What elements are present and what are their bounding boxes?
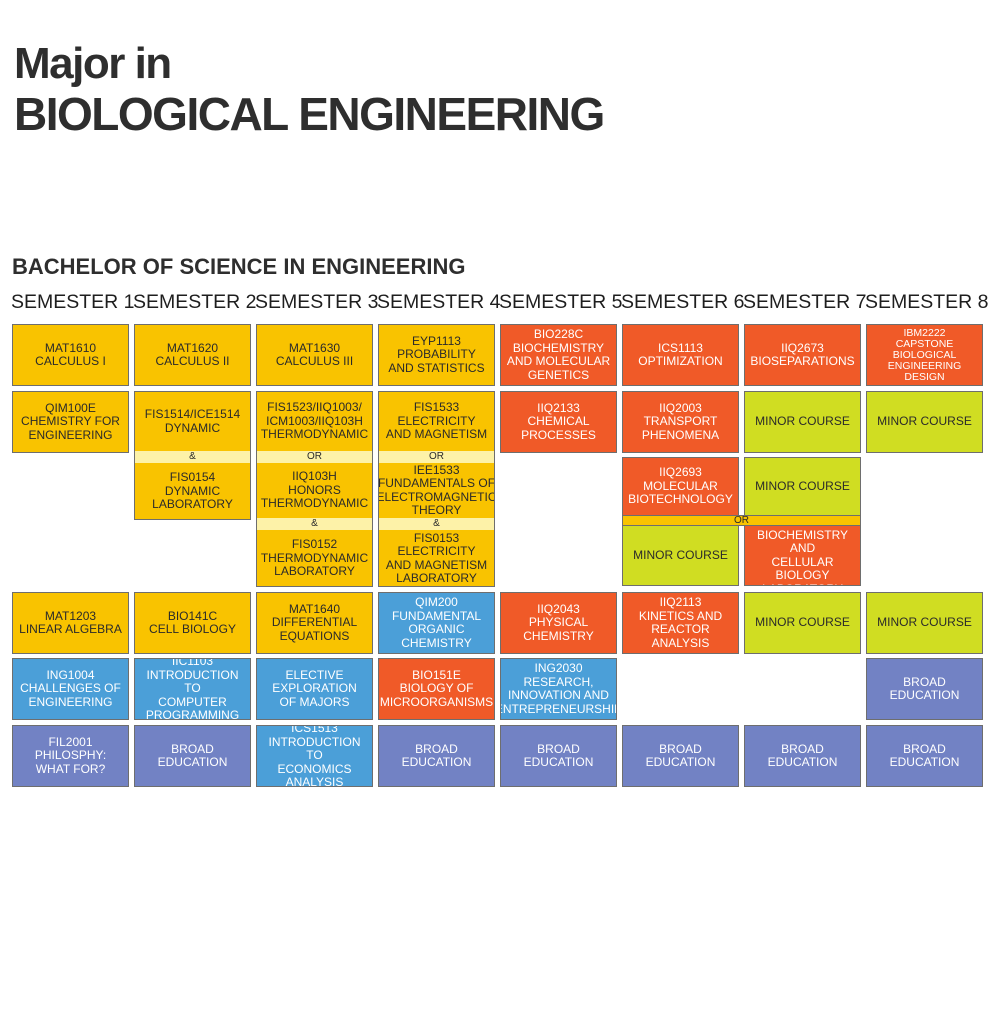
or-separator: OR	[257, 451, 372, 463]
or-separator-s6-s7: OR	[622, 515, 861, 526]
or-separator: OR	[379, 451, 494, 463]
course-minor[interactable]: MINOR COURSE	[866, 592, 983, 654]
and-separator: &	[257, 518, 372, 530]
course-minor[interactable]: MINOR COURSE	[744, 457, 861, 516]
course-minor[interactable]: MINOR COURSE	[744, 391, 861, 453]
semester-5-header: SEMESTER 5	[499, 291, 623, 313]
semester-8-header: SEMESTER 8	[865, 291, 989, 313]
degree-subtitle: BACHELOR OF SCIENCE IN ENGINEERING	[12, 254, 466, 279]
semester-2-header: SEMESTER 2	[133, 291, 257, 313]
semester-4-header: SEMESTER 4	[377, 291, 501, 313]
semester-3-header: SEMESTER 3	[255, 291, 379, 313]
course-minor[interactable]: MINOR COURSE	[744, 592, 861, 654]
semester-6-header: SEMESTER 6	[621, 291, 745, 313]
and-separator: &	[379, 518, 494, 530]
page-title-line2: BIOLOGICAL ENGINEERING	[14, 88, 605, 140]
semester-7-header: SEMESTER 7	[743, 291, 867, 313]
course-minor[interactable]: MINOR COURSE	[622, 525, 739, 586]
course-minor[interactable]: MINOR COURSE	[866, 391, 983, 453]
and-separator: &	[135, 451, 250, 463]
page-title-line1: Major in	[14, 39, 172, 88]
semester-1-header: SEMESTER 1	[11, 291, 135, 313]
